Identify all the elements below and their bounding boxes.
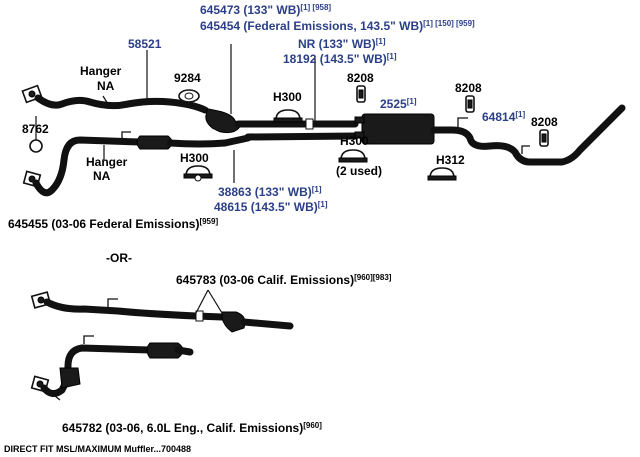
label-h312: H312 bbox=[436, 153, 465, 167]
label-h300-right-1: H300 bbox=[340, 134, 369, 148]
label-h300-mid: H300 bbox=[180, 151, 209, 165]
flange-top-left bbox=[21, 84, 43, 104]
hanger-8208-c bbox=[539, 129, 549, 147]
label-h300-top: H300 bbox=[273, 90, 302, 104]
label-18192: 18192 (143.5" WB)[1] bbox=[283, 52, 397, 66]
label-8762: 8762 bbox=[22, 122, 49, 136]
label-2525: 2525[1] bbox=[380, 97, 417, 111]
label-64814: 64814[1] bbox=[482, 110, 525, 124]
label-8208-a: 8208 bbox=[347, 71, 374, 85]
label-645454: 645454 (Federal Emissions, 143.5" WB)[1]… bbox=[200, 19, 475, 33]
lower-assembly bbox=[30, 289, 294, 401]
label-58521: 58521 bbox=[128, 37, 162, 51]
gasket-9284 bbox=[178, 89, 200, 103]
hanger-8208-b bbox=[465, 95, 475, 113]
labels: 645473 (133" WB)[1] [958] 645454 (Federa… bbox=[4, 3, 558, 454]
label-8208-b: 8208 bbox=[455, 81, 482, 95]
label-645783: 645783 (03-06 Calif. Emissions)[960][983… bbox=[176, 273, 392, 287]
clamp-h300-mid bbox=[183, 165, 213, 182]
label-hanger-na-mid-2: NA bbox=[93, 169, 111, 183]
gasket-8762 bbox=[29, 139, 43, 153]
clamp-h312 bbox=[427, 167, 457, 181]
label-hanger-na-top-2: NA bbox=[97, 79, 115, 93]
clamp-h300-top bbox=[273, 109, 303, 123]
label-or: -OR- bbox=[106, 251, 132, 265]
catalytic-converter-top bbox=[205, 108, 240, 134]
footer-text: DIRECT FIT MSL/MAXIMUM Muffler...700488 bbox=[4, 444, 191, 454]
label-645473: 645473 (133" WB)[1] [958] bbox=[200, 3, 331, 17]
label-nr: NR (133" WB)[1] bbox=[298, 37, 386, 51]
label-8208-c: 8208 bbox=[531, 115, 558, 129]
front-pipe-lower bbox=[32, 136, 144, 197]
tailpipe bbox=[430, 104, 626, 166]
label-hanger-na-mid-1: Hanger bbox=[86, 155, 128, 169]
label-645782: 645782 (03-06, 6.0L Eng., Calif. Emissio… bbox=[62, 421, 322, 435]
clamp-h300-right bbox=[338, 149, 368, 163]
label-hanger-na-top-1: Hanger bbox=[80, 64, 122, 78]
label-h300-right-2: (2 used) bbox=[336, 164, 382, 178]
label-38863: 38863 (133" WB)[1] bbox=[218, 185, 322, 199]
hanger-8208-a bbox=[356, 85, 366, 103]
label-645455: 645455 (03-06 Federal Emissions)[959] bbox=[8, 217, 218, 231]
upper-assembly bbox=[21, 44, 626, 197]
label-9284: 9284 bbox=[174, 71, 201, 85]
front-pipe-upper bbox=[34, 94, 209, 114]
muffler bbox=[361, 113, 435, 145]
label-48615: 48615 (143.5" WB)[1] bbox=[214, 200, 328, 214]
